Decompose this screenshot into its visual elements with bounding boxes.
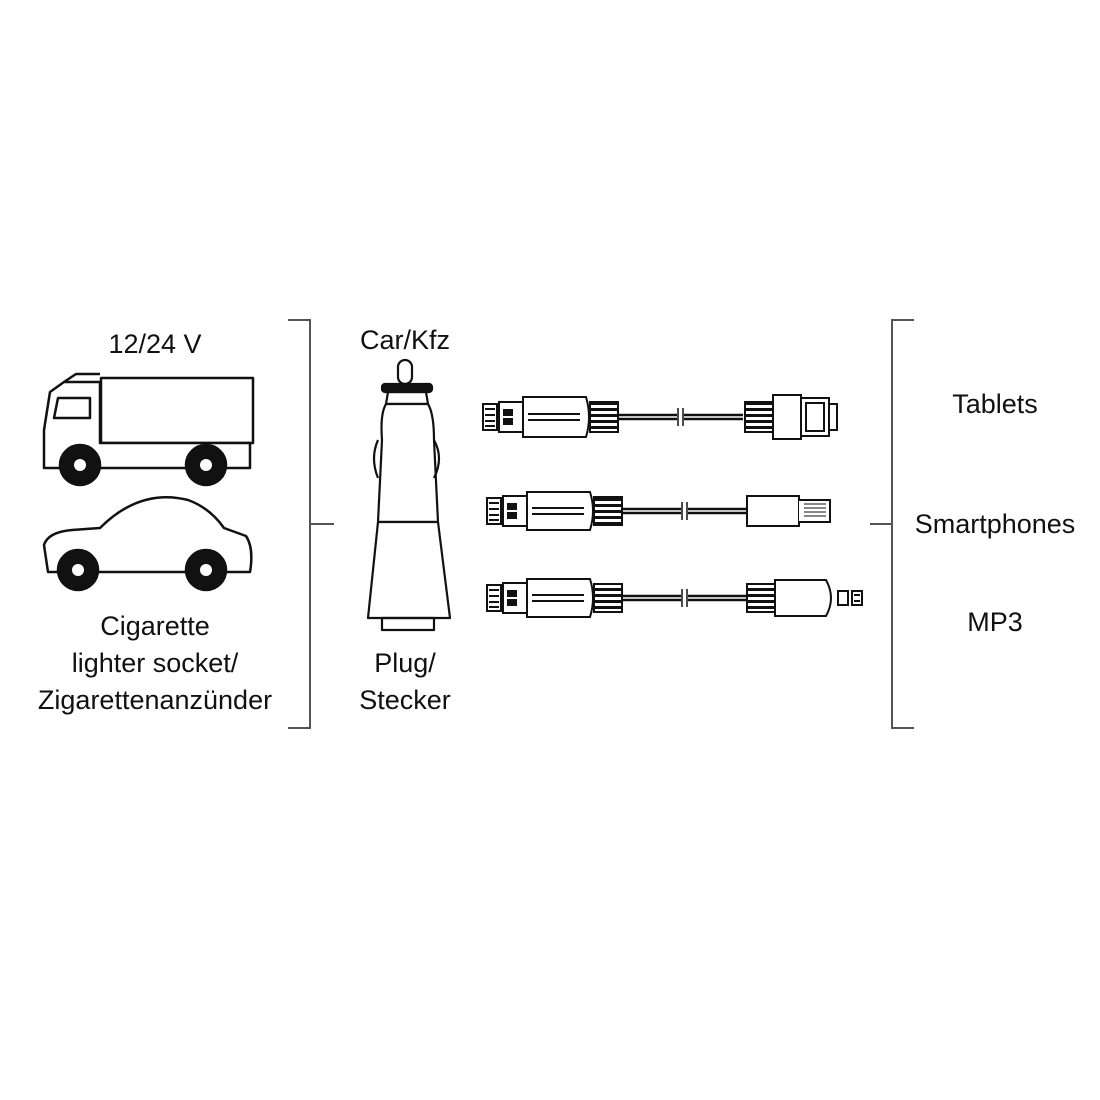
socket-label-line1: Cigarette — [100, 611, 210, 641]
car-label: Car/Kfz — [359, 325, 451, 355]
device-label-smartphones: Smartphones — [914, 509, 1076, 539]
device-label-tablets: Tablets — [952, 389, 1038, 419]
plug-label-line1: Plug/ — [374, 648, 436, 678]
right-bracket — [870, 319, 914, 729]
car-plug-icon — [366, 358, 452, 632]
left-bracket — [288, 319, 334, 729]
usb-cable-lightning — [486, 491, 831, 531]
device-label-mp3: MP3 — [967, 607, 1023, 637]
socket-label-line3: Zigarettenanzünder — [37, 685, 273, 715]
socket-label-line2: lighter socket/ — [71, 648, 239, 678]
usb-cable-tablet — [482, 394, 838, 440]
usb-cable-micro-usb — [486, 578, 863, 618]
truck-icon — [42, 372, 255, 487]
car-icon — [42, 496, 253, 592]
voltage-label: 12/24 V — [108, 329, 202, 359]
plug-label-line2: Stecker — [359, 685, 451, 715]
